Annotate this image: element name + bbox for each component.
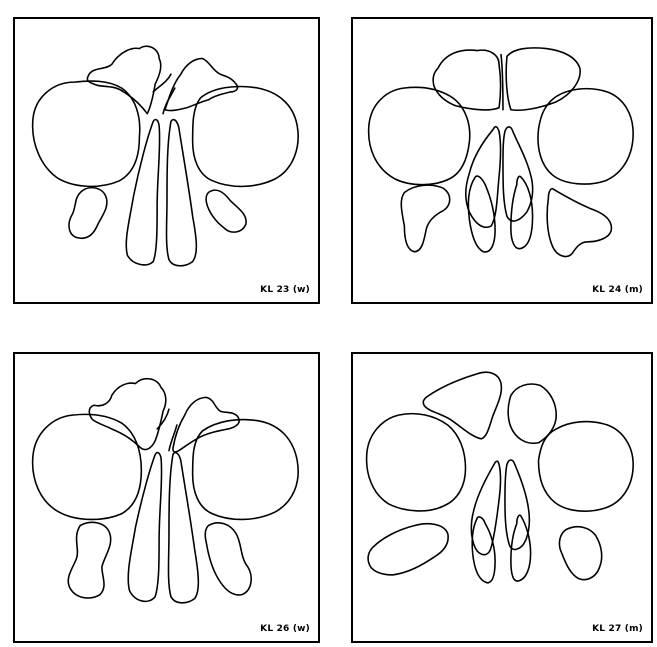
sinus-outline-drawing: [15, 354, 318, 641]
sinus-outline-drawing: [353, 354, 651, 641]
left-central-cell-outline: [471, 461, 500, 554]
left-small-cell-outline: [401, 185, 449, 252]
left-large-sinus-outline: [367, 414, 466, 511]
right-central-cell-outline: [505, 460, 529, 550]
left-small-cell-outline: [69, 188, 107, 239]
upper-left-cell-outline: [87, 46, 160, 113]
left-large-sinus-outline: [33, 414, 142, 519]
panel-kl26: KL 26 (w): [13, 352, 320, 643]
panel-label: KL 27 (m): [592, 624, 643, 634]
right-small-cell-outline: [559, 527, 601, 580]
right-small-cell-outline: [205, 523, 251, 595]
left-lower-cell-outline: [468, 176, 495, 252]
right-central-cell-outline: [503, 127, 533, 221]
left-central-cell-outline: [466, 127, 501, 228]
right-lower-cell-outline: [511, 176, 533, 248]
left-central-cell-outline: [128, 453, 161, 602]
upper-midline-septum: [501, 54, 503, 109]
upper-left-cell-outline: [423, 372, 501, 439]
right-large-sinus-outline: [538, 422, 633, 512]
left-large-sinus-outline: [369, 87, 470, 184]
right-central-cell-outline: [168, 453, 198, 603]
panel-kl24: KL 24 (m): [351, 17, 653, 304]
right-small-cell-outline: [206, 190, 246, 232]
left-central-cell-outline: [126, 119, 159, 264]
left-large-sinus-outline: [33, 81, 140, 186]
upper-right-cell-outline: [506, 48, 580, 110]
panel-label: KL 26 (w): [260, 624, 310, 634]
left-small-cell-outline: [68, 522, 111, 598]
panel-label: KL 24 (m): [592, 285, 643, 295]
upper-left-cell-outline: [89, 379, 166, 450]
right-lower-cell-outline: [511, 515, 531, 581]
right-large-sinus-outline: [193, 87, 299, 187]
upper-right-cell-outline: [165, 58, 238, 110]
upper-right-cell-outline: [173, 397, 239, 452]
left-small-cell-outline: [368, 524, 448, 575]
sinus-outline-drawing: [353, 19, 651, 302]
panel-kl23: KL 23 (w): [13, 17, 320, 304]
panel-kl27: KL 27 (m): [351, 352, 653, 643]
sinus-outline-drawing: [15, 19, 318, 302]
right-small-cell-outline: [547, 189, 611, 257]
upper-left-cell-outline: [433, 50, 500, 110]
panel-label: KL 23 (w): [260, 285, 310, 295]
